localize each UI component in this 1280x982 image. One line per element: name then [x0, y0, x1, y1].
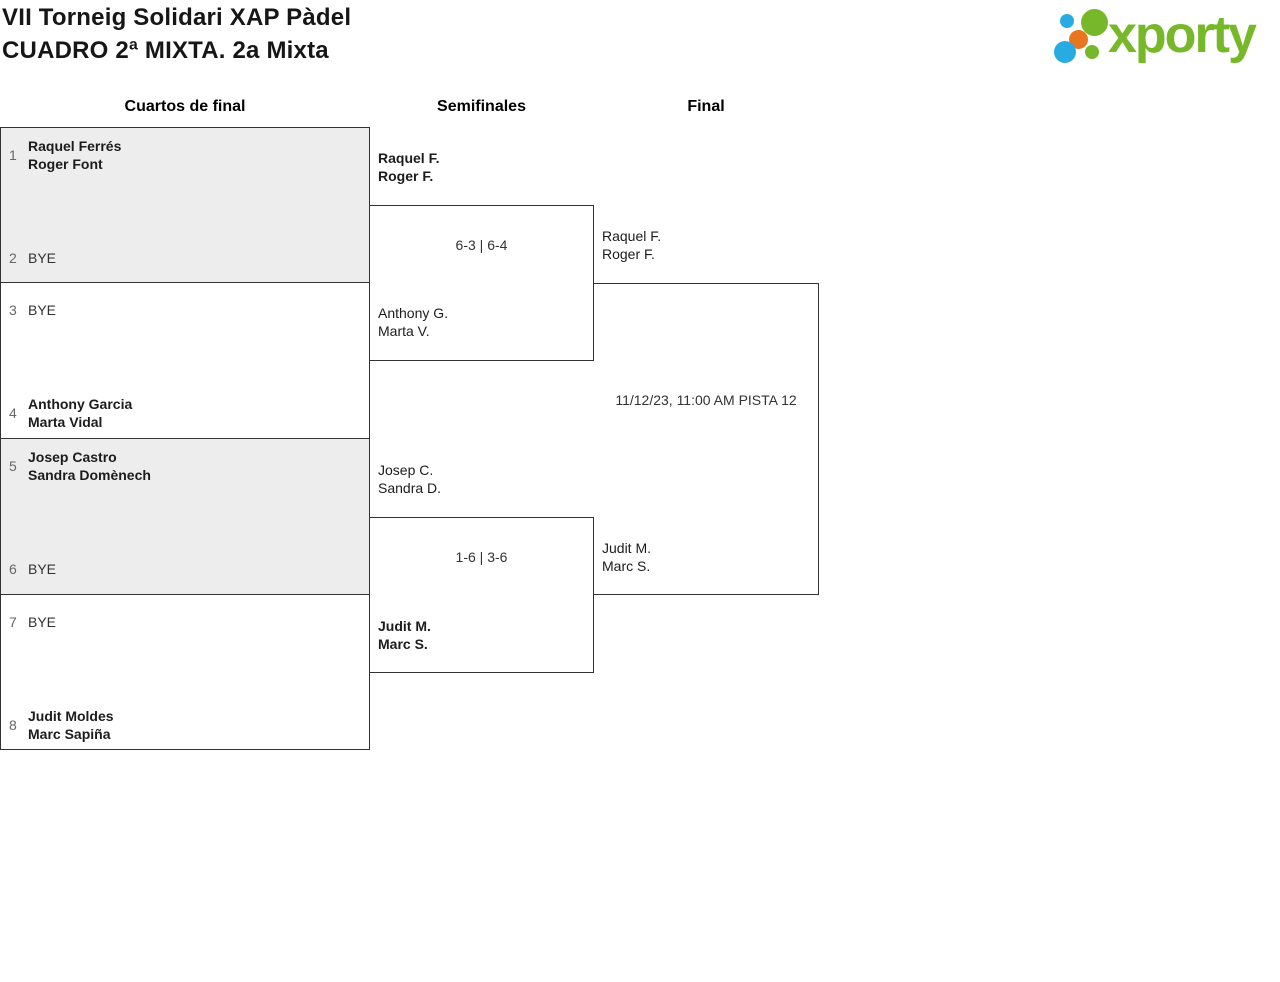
- bracket-slot-seed-7: 7 BYE: [1, 604, 369, 640]
- bracket-slot-seed-2: 2 BYE: [1, 240, 369, 276]
- page-title: VII Torneig Solidari XAP Pàdel CUADRO 2ª…: [2, 1, 351, 67]
- final-match: [593, 283, 819, 595]
- final-top-team: Raquel F. Roger F.: [602, 228, 662, 262]
- qf-match-3: 5 Josep Castro Sandra Domènech 6 BYE: [0, 438, 370, 595]
- seed-number: 6: [9, 561, 17, 577]
- team-name: Anthony Garcia Marta Vidal: [28, 396, 133, 430]
- team-name: Raquel Ferrés Roger Font: [28, 138, 122, 172]
- sf-match-2: [369, 517, 594, 673]
- sf2-top-team: Josep C. Sandra D.: [378, 462, 442, 496]
- qf-match-4: 7 BYE 8 Judit Moldes Marc Sapiña: [0, 594, 370, 750]
- sf1-top-team: Raquel F. Roger F.: [378, 150, 440, 184]
- logo-dot-blue-large: [1054, 41, 1076, 63]
- team-name: Josep Castro Sandra Domènech: [28, 449, 151, 483]
- logo-dot-green-small: [1085, 45, 1099, 59]
- bracket-slot-seed-4: 4 Anthony Garcia Marta Vidal: [1, 395, 369, 431]
- bracket-slot-seed-5: 5 Josep Castro Sandra Domènech: [1, 448, 369, 484]
- qf-match-2: 3 BYE 4 Anthony Garcia Marta Vidal: [0, 282, 370, 439]
- seed-number: 1: [9, 147, 17, 163]
- tournament-name: VII Torneig Solidari XAP Pàdel: [2, 4, 352, 31]
- round-header-final: Final: [687, 98, 725, 115]
- bracket-name: CUADRO 2ª MIXTA. 2a Mixta: [2, 37, 329, 64]
- round-header-semifinals: Semifinales: [437, 98, 526, 115]
- seed-number: 4: [9, 405, 17, 421]
- bracket-slot-seed-8: 8 Judit Moldes Marc Sapiña: [1, 707, 369, 743]
- bye-label: BYE: [28, 250, 57, 266]
- bye-label: BYE: [28, 561, 57, 577]
- logo-dot-green-large: [1081, 9, 1108, 36]
- sf1-bottom-team: Anthony G. Marta V.: [378, 305, 449, 339]
- sf2-score: 1-6 | 3-6: [455, 549, 508, 565]
- seed-number: 3: [9, 302, 17, 318]
- seed-number: 8: [9, 717, 17, 733]
- bye-label: BYE: [28, 614, 57, 630]
- team-name: Judit Moldes Marc Sapiña: [28, 708, 114, 742]
- seed-number: 5: [9, 458, 17, 474]
- final-bottom-team: Judit M. Marc S.: [602, 540, 652, 574]
- logo-wordmark: xporty: [1108, 6, 1257, 64]
- bracket-slot-seed-1: 1 Raquel Ferrés Roger Font: [1, 137, 369, 173]
- bracket-slot-seed-6: 6 BYE: [1, 551, 369, 587]
- round-header-quarterfinals: Cuartos de final: [124, 98, 246, 115]
- final-schedule: 11/12/23, 11:00 AM PISTA 12: [615, 392, 797, 408]
- bracket-slot-seed-3: 3 BYE: [1, 292, 369, 328]
- sf2-bottom-team: Judit M. Marc S.: [378, 618, 431, 652]
- logo-dot-blue-small: [1060, 14, 1074, 28]
- bye-label: BYE: [28, 302, 57, 318]
- seed-number: 7: [9, 614, 17, 630]
- logo-dot-orange: [1069, 30, 1088, 49]
- sf1-score: 6-3 | 6-4: [455, 237, 508, 253]
- seed-number: 2: [9, 250, 17, 266]
- qf-match-1: 1 Raquel Ferrés Roger Font 2 BYE: [0, 127, 370, 283]
